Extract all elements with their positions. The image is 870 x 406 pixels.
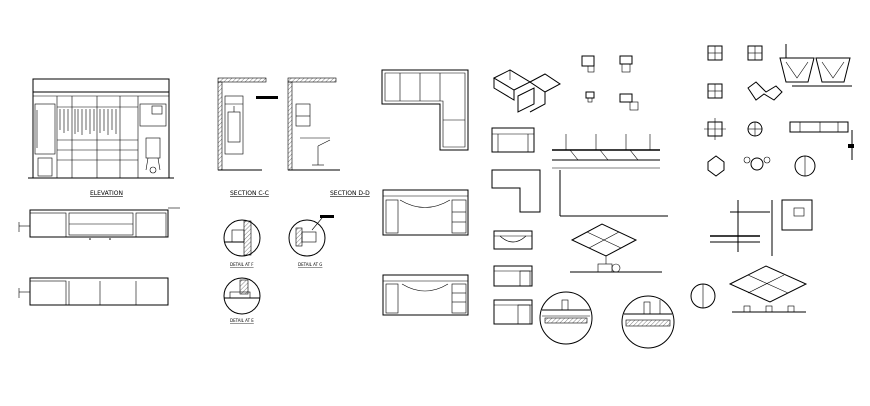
table-elevation-4 <box>493 299 533 325</box>
table-elevation-1 <box>491 127 535 153</box>
detail-f-label: DETAIL AT F <box>230 262 254 267</box>
ceiling-grid-isometric-right <box>728 265 808 313</box>
elevation-label: ELEVATION <box>90 190 123 197</box>
ceiling-grid-isometric <box>570 223 662 273</box>
desk-elevation-lower <box>382 274 469 316</box>
ceiling-section <box>552 134 668 217</box>
detail-circle-3 <box>690 283 716 309</box>
suspended-fixtures <box>779 44 854 160</box>
l-desk-plan <box>381 69 469 151</box>
table-elevation-2 <box>493 230 533 250</box>
plan-view-upper <box>18 207 180 240</box>
wall-junction-detail <box>710 199 813 256</box>
detail-circle-2 <box>621 295 675 349</box>
desk-elevation-upper <box>382 189 469 236</box>
detail-f-drawing: DETAIL AT F <box>223 219 261 267</box>
furniture-symbol-grid <box>704 45 816 177</box>
section-cc-label: SECTION C-C <box>230 190 269 197</box>
section-cc-drawing: SECTION C-C <box>217 77 278 197</box>
wardrobe-elevation-drawing: ELEVATION <box>28 78 174 197</box>
plan-view-lower <box>18 277 169 306</box>
workstation-symbols <box>581 55 639 111</box>
detail-g-label: DETAIL AT G <box>298 262 322 267</box>
detail-g-drawing: DETAIL AT G <box>288 215 334 267</box>
detail-e-label: DETAIL AT E <box>230 318 254 323</box>
section-dd-label: SECTION D-D <box>330 190 370 197</box>
detail-e-drawing: DETAIL AT E <box>223 277 261 323</box>
isometric-workstation <box>492 69 561 113</box>
table-l-plan <box>491 169 541 213</box>
table-elevation-3 <box>493 265 533 287</box>
detail-circle-1 <box>539 291 593 345</box>
section-dd-drawing: SECTION D-D <box>287 77 370 197</box>
